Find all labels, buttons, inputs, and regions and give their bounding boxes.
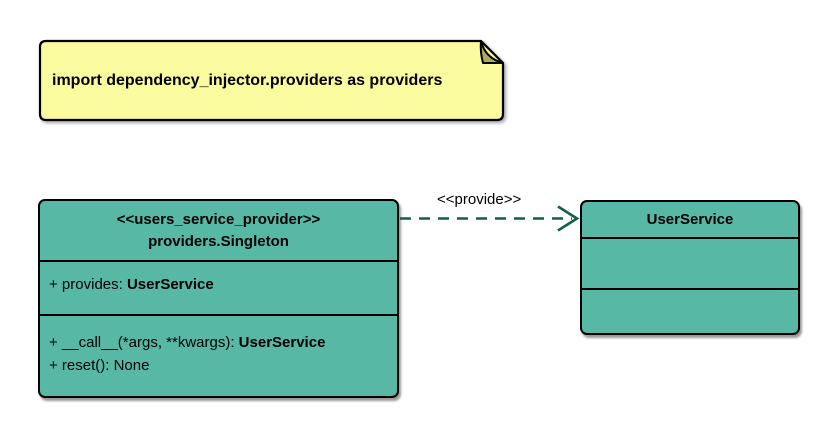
method-reset: + reset(): None (49, 354, 397, 377)
arrowhead-icon (557, 205, 580, 232)
class-providers-singleton: <<users_service_provider>> providers.Sin… (38, 199, 399, 398)
method-call: + __call__(*args, **kwargs): UserService (49, 331, 397, 354)
attribute-prefix: + provides: (49, 276, 127, 293)
methods-section: + __call__(*args, **kwargs): UserService… (40, 314, 397, 396)
class-userservice: UserService (580, 200, 800, 335)
class-name: UserService (646, 210, 734, 228)
class-header: UserService (582, 202, 798, 237)
method-prefix: + reset(): None (49, 357, 150, 374)
methods-section-empty (582, 288, 798, 333)
attributes-section: + provides: UserService (40, 260, 397, 314)
attributes-section-empty (582, 237, 798, 288)
note-fold-icon (479, 40, 504, 64)
method-prefix: + __call__(*args, **kwargs): (49, 334, 239, 351)
note-text: import dependency_injector.providers as … (52, 72, 443, 89)
note-import (38, 39, 505, 122)
class-stereotype: <<users_service_provider>> (116, 210, 321, 228)
attribute-type: UserService (126, 276, 214, 293)
provide-label: <<provide>> (437, 191, 522, 208)
attribute-provides: + provides: UserService (49, 274, 397, 296)
note-body (38, 39, 505, 122)
method-return-type: UserService (238, 334, 326, 351)
class-name: providers.Singleton (148, 232, 289, 250)
class-header: <<users_service_provider>> providers.Sin… (40, 201, 397, 260)
